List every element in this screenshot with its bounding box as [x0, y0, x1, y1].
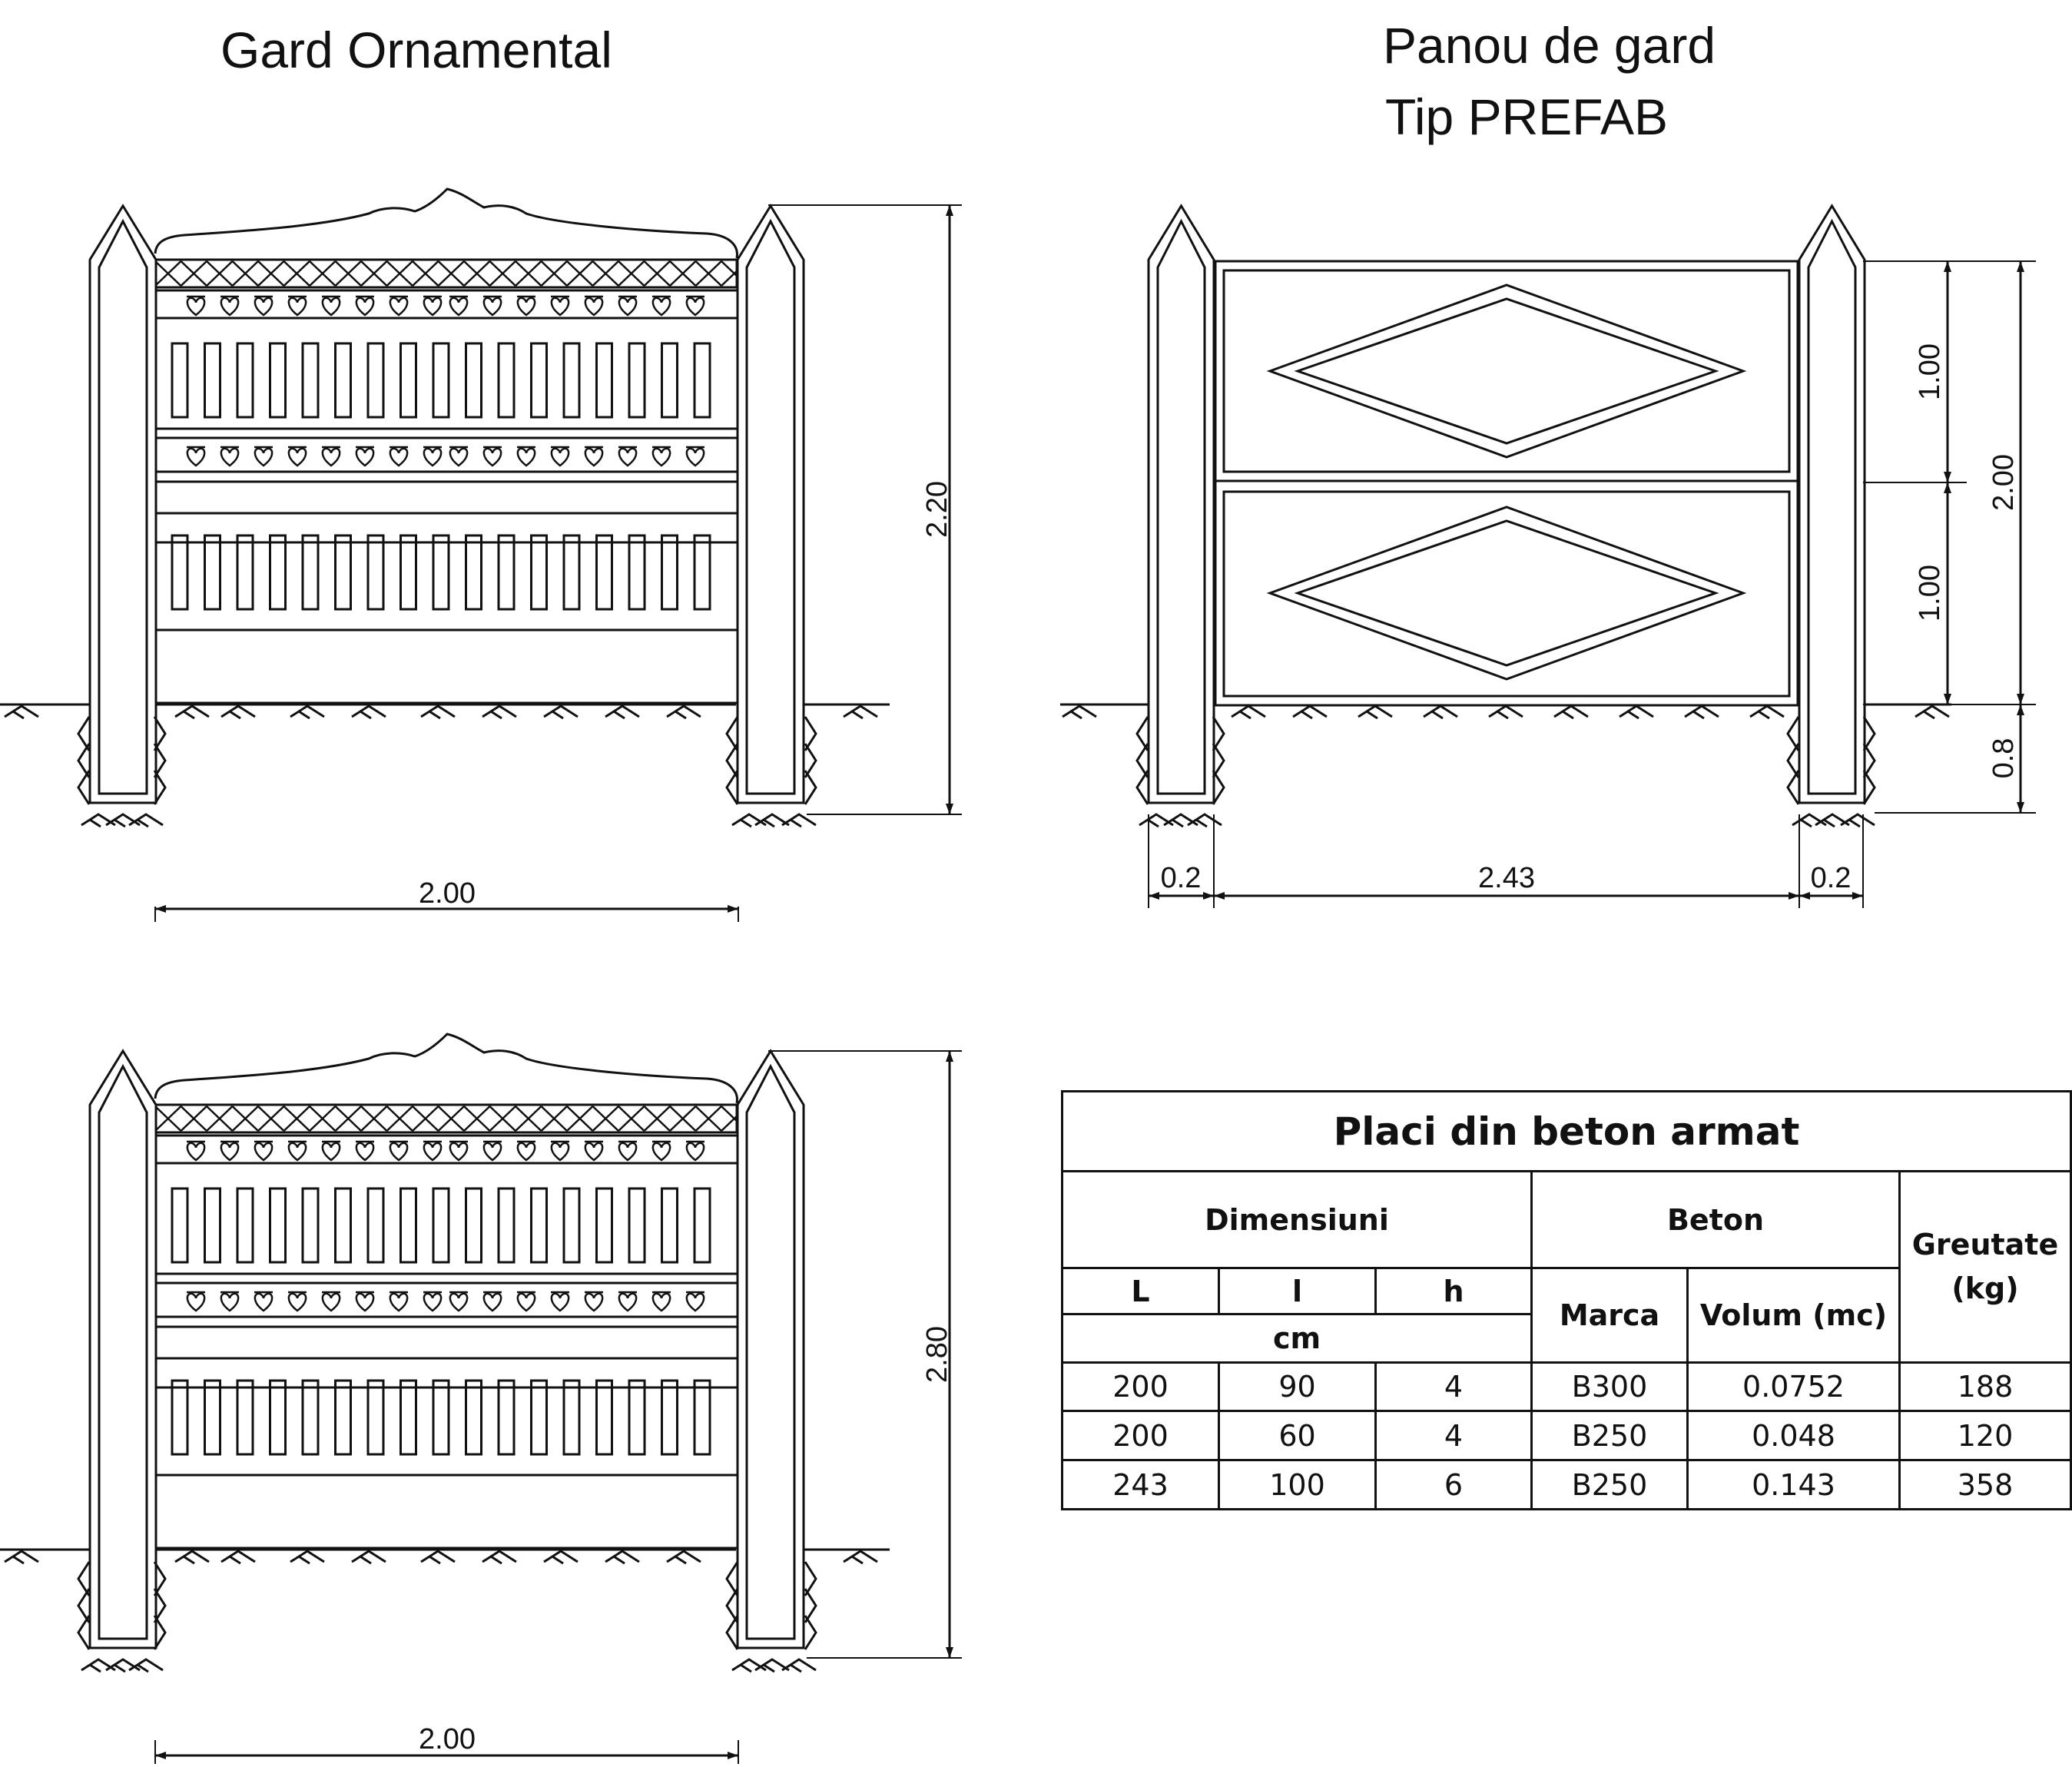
- dim-label-2-20: 2.20: [921, 481, 953, 538]
- dimension-ornamental-bottom-width: 2.00: [154, 1723, 739, 1764]
- cell-greutate: 188: [1898, 1361, 2072, 1412]
- header-volum: Volum (mc): [1686, 1267, 1901, 1364]
- header-h: h: [1374, 1267, 1533, 1315]
- cell-volum: 0.143: [1686, 1459, 1901, 1510]
- table-row: 200 90 4 B300 0.0752 188: [1061, 1361, 2072, 1412]
- header-greutate-unit: (kg): [1951, 1271, 2019, 1305]
- dim-label-2-43: 2.43: [1478, 862, 1535, 894]
- table-row: 243 100 6 B250 0.143 358: [1061, 1459, 2072, 1510]
- cell-greutate: 120: [1898, 1410, 2072, 1461]
- prefab-fence-panel: [1060, 204, 1951, 828]
- ornamental-fence-bottom: [0, 1033, 890, 1673]
- dim-label-2-00-prefab: 2.00: [1987, 454, 2020, 511]
- header-L: L: [1061, 1267, 1220, 1315]
- table-row: 200 60 4 B250 0.048 120: [1061, 1410, 2072, 1461]
- dim-label-2-00-top: 2.00: [419, 877, 476, 910]
- header-greutate: Greutate (kg): [1898, 1170, 2072, 1364]
- table-unit-row: cm: [1061, 1313, 2071, 1364]
- cell-h: 4: [1374, 1361, 1533, 1412]
- table-header-row: Dimensiuni Beton Greutate (kg): [1061, 1170, 2072, 1364]
- cell-marca: B250: [1530, 1459, 1689, 1510]
- dim-label-0-8: 0.8: [1987, 738, 2020, 779]
- header-beton: Beton: [1530, 1170, 1901, 1269]
- header-greutate-label: Greutate: [1911, 1228, 2059, 1261]
- cell-volum: 0.048: [1686, 1410, 1901, 1461]
- cell-l: 90: [1218, 1361, 1377, 1412]
- cell-h: 6: [1374, 1459, 1533, 1510]
- dimension-ornamental-top-width: 2.00: [154, 877, 739, 922]
- dimension-ornamental-bottom-height: 2.80: [768, 1050, 962, 1659]
- dim-label-post-left-0-2: 0.2: [1161, 862, 1202, 894]
- cell-marca: B300: [1530, 1361, 1689, 1412]
- title-tip-prefab: Tip PREFAB: [1385, 88, 1668, 145]
- dim-label-2-00-bottom: 2.00: [419, 1723, 476, 1755]
- header-marca: Marca: [1530, 1267, 1689, 1364]
- cell-volum: 0.0752: [1686, 1361, 1901, 1412]
- cell-marca: B250: [1530, 1410, 1689, 1461]
- table-title-row: Placi din beton armat: [1061, 1090, 2072, 1172]
- cell-h: 4: [1374, 1410, 1533, 1461]
- cell-greutate: 358: [1898, 1459, 2072, 1510]
- cell-L: 243: [1061, 1459, 1220, 1510]
- title-gard-ornamental: Gard Ornamental: [220, 22, 612, 78]
- specs-table: Placi din beton armat Dimensiuni Beton G…: [1061, 1090, 2072, 1510]
- table-subheader-row: L l h Marca Volum (mc): [1061, 1267, 2071, 1364]
- cell-l: 100: [1218, 1459, 1377, 1510]
- dimension-prefab-vertical: 1.00 1.00 2.00 0.8: [1863, 260, 2036, 814]
- dim-label-upper-1-00: 1.00: [1914, 343, 1946, 400]
- ornamental-fence-top: [0, 187, 890, 828]
- header-dimensiuni: Dimensiuni: [1061, 1170, 1533, 1269]
- dim-label-2-80: 2.80: [921, 1326, 953, 1383]
- dim-label-post-right-0-2: 0.2: [1811, 862, 1852, 894]
- dimension-ornamental-top-height: 2.20: [768, 204, 962, 815]
- dim-label-lower-1-00: 1.00: [1914, 565, 1946, 622]
- dimension-prefab-horizontal: 0.2 2.43 0.2: [1148, 814, 1864, 908]
- header-unit-cm: cm: [1061, 1313, 1533, 1364]
- cell-L: 200: [1061, 1410, 1220, 1461]
- cell-L: 200: [1061, 1361, 1220, 1412]
- cell-l: 60: [1218, 1410, 1377, 1461]
- title-panou-de-gard: Panou de gard: [1383, 17, 1716, 74]
- header-l: l: [1218, 1267, 1377, 1315]
- table-title: Placi din beton armat: [1061, 1090, 2072, 1172]
